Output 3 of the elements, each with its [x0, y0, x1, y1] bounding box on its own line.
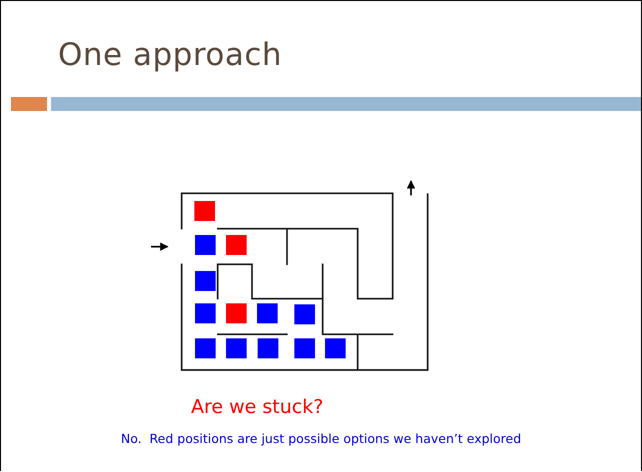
slide-title: One approach [58, 37, 282, 73]
question-text: Are we stuck? [190, 396, 324, 418]
answer-text: No. Red positions are just possible options we haven’t explored [120, 431, 522, 446]
